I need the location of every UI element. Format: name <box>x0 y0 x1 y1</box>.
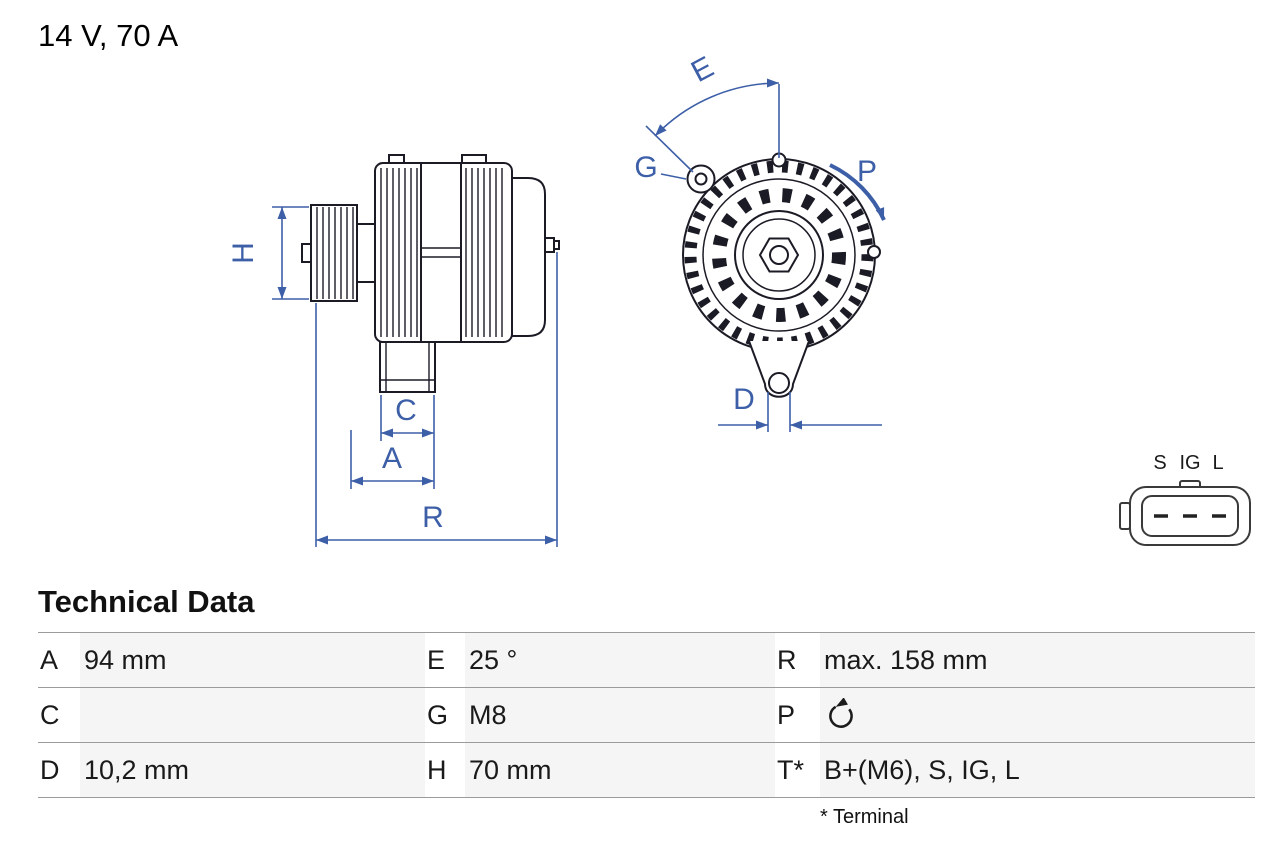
cell-value-e: 25 ° <box>465 633 775 687</box>
rating-label: 14 V, 70 A <box>38 18 179 53</box>
table-row: A 94 mm E 25 ° R max. 158 mm <box>38 632 1255 687</box>
dimension-label-e: E <box>686 50 719 89</box>
cell-value-h: 70 mm <box>465 743 775 797</box>
alternator-technical-drawing: H C A R <box>227 50 1251 547</box>
cell-value-a: 94 mm <box>80 633 425 687</box>
cell-key-g: G <box>425 688 465 742</box>
side-view-dimensions <box>272 206 558 547</box>
cell-value-g: M8 <box>465 688 775 742</box>
cell-value-p <box>820 688 1255 742</box>
alternator-side-view <box>301 154 560 393</box>
dimension-label-h: H <box>227 242 260 264</box>
connector-pin-label-ig: IG <box>1179 452 1200 474</box>
cell-value-t: B+(M6), S, IG, L <box>820 743 1255 797</box>
cell-value-d: 10,2 mm <box>80 743 425 797</box>
cell-key-c: C <box>38 688 80 742</box>
terminal-footnote: * Terminal <box>820 806 909 828</box>
cell-key-d: D <box>38 743 80 797</box>
table-row: D 10,2 mm H 70 mm T* B+(M6), S, IG, L <box>38 742 1255 797</box>
connector-diagram <box>1119 480 1251 546</box>
dimension-label-d: D <box>733 383 755 416</box>
technical-data-section: Technical Data A 94 mm E 25 ° R max. 158… <box>38 584 1255 829</box>
table-row: C G M8 P <box>38 687 1255 742</box>
cell-key-t: T* <box>775 743 820 797</box>
rotation-ccw-icon <box>829 698 853 728</box>
cell-key-h: H <box>425 743 465 797</box>
dimension-label-p: P <box>857 155 877 188</box>
connector-pin-label-s: S <box>1153 452 1166 474</box>
connector-pin-label-l: L <box>1212 452 1223 474</box>
cell-key-p: P <box>775 688 820 742</box>
cell-key-e: E <box>425 633 465 687</box>
dimension-label-g: G <box>634 151 657 184</box>
cell-key-r: R <box>775 633 820 687</box>
dimension-label-r: R <box>422 501 444 534</box>
dimension-label-c: C <box>395 394 417 427</box>
cell-value-c <box>80 688 425 742</box>
dimension-label-a: A <box>382 442 402 475</box>
cell-key-a: A <box>38 633 80 687</box>
alternator-front-view <box>682 152 881 398</box>
technical-data-title: Technical Data <box>38 584 255 619</box>
cell-value-r: max. 158 mm <box>820 633 1255 687</box>
technical-data-table: A 94 mm E 25 ° R max. 158 mm C G M8 P <box>38 632 1255 798</box>
